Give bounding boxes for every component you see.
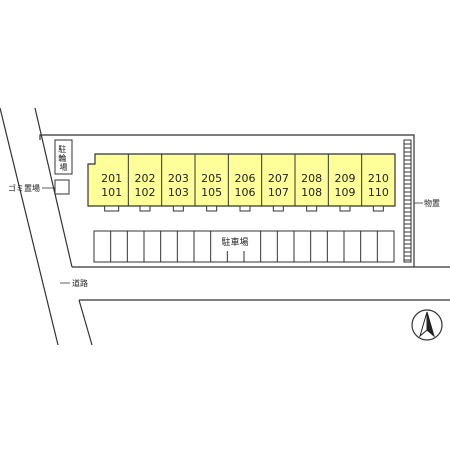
unit-entrance xyxy=(139,205,151,212)
unit-entrance xyxy=(104,205,120,212)
unit-entrance xyxy=(372,205,384,212)
road-left-edge-lower xyxy=(78,299,93,346)
unit-lower-number: 110 xyxy=(368,186,389,199)
unit-upper-number: 205 xyxy=(201,172,222,185)
road-label: 道路 xyxy=(72,278,88,288)
unit-upper-number: 209 xyxy=(335,172,356,185)
unit-lower-number: 106 xyxy=(235,186,256,199)
bicycle-parking-label: 駐 輪 場 xyxy=(58,144,69,172)
storage-label: 物置 xyxy=(424,198,440,208)
storage-frame xyxy=(403,139,412,263)
unit-upper-number: 207 xyxy=(268,172,289,185)
unit-entrance xyxy=(339,205,351,212)
unit-lower-number: 109 xyxy=(335,186,356,199)
parking-label: 駐車場 xyxy=(221,236,248,248)
building-outline xyxy=(87,153,396,207)
unit-lower-number: 107 xyxy=(268,186,289,199)
unit-entrance xyxy=(306,205,318,212)
road-left-edge-outer xyxy=(0,107,59,346)
unit-entrance xyxy=(172,205,184,212)
unit-lower-number: 105 xyxy=(201,186,222,199)
unit-upper-number: 210 xyxy=(368,172,389,185)
site-boundary xyxy=(39,134,415,267)
unit-lower-number: 103 xyxy=(168,186,189,199)
garbage-label: ゴミ置場 xyxy=(8,183,40,193)
unit-lower-number: 102 xyxy=(135,186,156,199)
unit-upper-number: 208 xyxy=(301,172,322,185)
unit-upper-number: 202 xyxy=(135,172,156,185)
unit-lower-number: 108 xyxy=(301,186,322,199)
unit-upper-number: 201 xyxy=(101,172,122,185)
unit-upper-number: 206 xyxy=(235,172,256,185)
unit-entrance xyxy=(206,205,218,212)
parking-lot xyxy=(93,230,395,263)
unit-lower-number: 101 xyxy=(101,186,122,199)
unit-entrance xyxy=(272,205,284,212)
garbage-area-box xyxy=(54,179,70,195)
unit-entrance xyxy=(239,205,251,212)
storage-column xyxy=(403,139,412,263)
bicycle-parking-box xyxy=(54,139,73,175)
units-group: 2011012021022031032051052061062071072081… xyxy=(101,154,389,212)
north-arrow-icon xyxy=(411,309,443,341)
unit-upper-number: 203 xyxy=(168,172,189,185)
